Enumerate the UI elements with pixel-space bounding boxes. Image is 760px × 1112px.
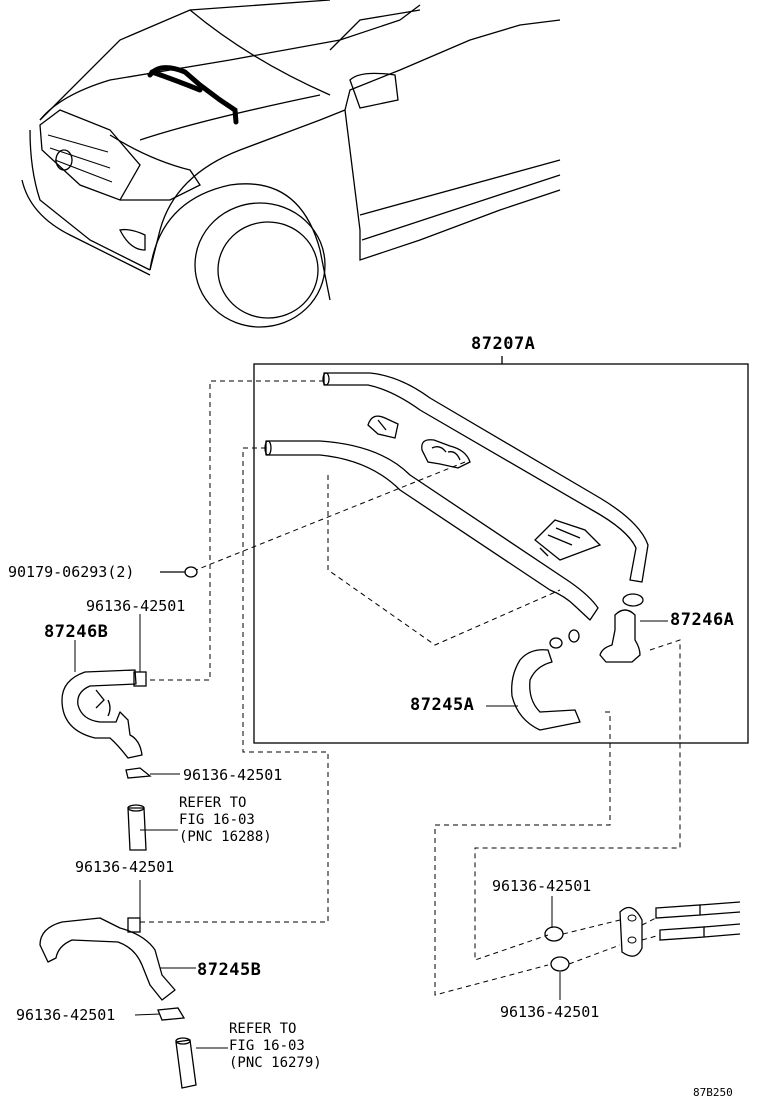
label-96136-42501-lower: 96136-42501 [16,1006,116,1024]
hose-87246A [599,609,641,663]
label-96136-42501-right-top: 96136-42501 [492,877,592,895]
hose-87207A-lower [265,440,599,621]
label-96136-42501-right-bottom: 96136-42501 [500,1003,600,1021]
hose-87245B [39,917,176,1001]
refer-note-16288: REFER TO FIG 16-03 (PNC 16288) [179,795,272,846]
refer-note-16279: REFER TO FIG 16-03 (PNC 16279) [229,1021,322,1072]
hose-87246B [61,669,143,759]
connection-lines [140,380,681,996]
label-87246B: 87246B [44,622,109,642]
label-87207A: 87207A [471,334,536,354]
hose-87245A [511,649,581,731]
refer-note-16288-line1: REFER TO [179,795,247,811]
label-87245A: 87245A [410,695,475,715]
label-87246A: 87246A [670,610,735,630]
label-96136-42501-mid: 96136-42501 [75,858,175,876]
label-96136-42501-b-top: 96136-42501 [86,597,186,615]
label-87245B: 87245B [197,960,262,980]
label-96136-42501-b-bottom: 96136-42501 [183,766,283,784]
refer-note-16279-line1: REFER TO [229,1021,297,1037]
refer-note-16279-line2: FIG 16-03 [229,1038,305,1054]
hose-87207A-upper [323,372,649,583]
assembly-87207A-box [253,363,749,744]
vehicle-illustration [21,0,561,328]
diagram-code: 87B250 [693,1086,733,1099]
refer-note-16288-line2: FIG 16-03 [179,812,255,828]
label-90179-06293: 90179-06293(2) [8,563,135,581]
refer-note-16279-line3: (PNC 16279) [229,1055,322,1071]
refer-note-16288-line3: (PNC 16288) [179,829,272,845]
leader-lines [74,614,668,1049]
